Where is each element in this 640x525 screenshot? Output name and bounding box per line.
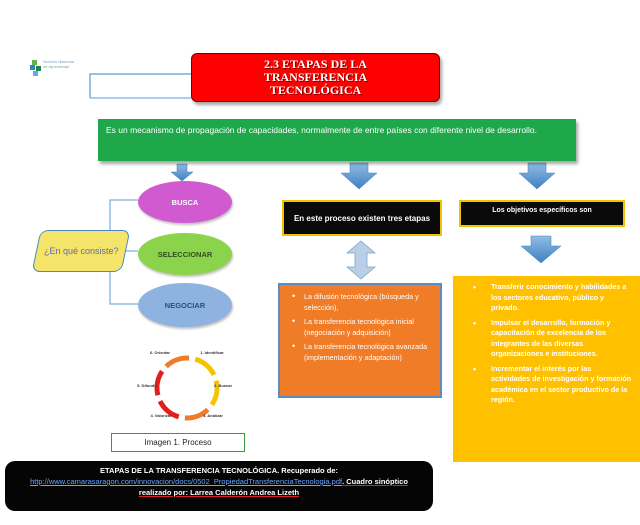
page-title: 2.3 ETAPAS DE LA TRANSFERENCIA TECNOLÓGI… <box>191 53 440 102</box>
arrow-down-icon <box>170 163 194 182</box>
process-segment <box>209 380 220 407</box>
process-label: 5. Difundir <box>137 383 157 388</box>
source-prefix: ETAPAS DE LA TRANSFERENCIA TECNOLÓGICA. … <box>100 466 338 475</box>
source-link[interactable]: http://www.camarasaragon.com/innovacion/… <box>30 477 343 486</box>
step-busca: BUSCA <box>138 181 232 223</box>
process-segment <box>157 399 180 420</box>
list-item: La difusión tecnológica (búsqueda y sele… <box>292 291 434 313</box>
process-label: 3. Analizar <box>203 413 223 418</box>
logo: Servicio Nacional de Aprendizaje <box>30 56 78 82</box>
process-segment <box>154 369 165 396</box>
process-segment <box>194 356 217 377</box>
process-label: 1. Identificar <box>200 350 224 355</box>
objetivos-header-box: Los objetivos específicos son <box>459 200 625 227</box>
logo-text: Servicio Nacional de Aprendizaje <box>43 59 74 69</box>
objetivos-list-box: Transferir conocimiento y habilidades a … <box>453 276 640 462</box>
process-cycle-diagram <box>154 355 220 421</box>
step-seleccionar: SELECCIONAR <box>138 233 232 275</box>
source-suffix: . Cuadro sinóptico realizado por: Larrea… <box>138 477 408 497</box>
question-text: ¿En qué consiste? <box>43 246 119 256</box>
process-label: 2. Buscar <box>213 383 232 388</box>
list-item: Impulsar el desarrollo, formación y capa… <box>473 318 632 360</box>
source-box: ETAPAS DE LA TRANSFERENCIA TECNOLÓGICA. … <box>5 461 433 511</box>
definition-text: Es un mecanismo de propagación de capaci… <box>106 125 537 135</box>
puzzle-logo-icon <box>30 60 41 76</box>
process-cycle-image: 6. Orientar 1. Identificar 5. Difundir 2… <box>137 347 237 429</box>
etapas-header-box: En este proceso existen tres etapas <box>282 200 442 236</box>
list-item: La transferencia tecnológica inicial (ne… <box>292 316 434 338</box>
process-segment <box>184 407 210 421</box>
question-box: ¿En qué consiste? <box>31 230 131 272</box>
step-negociar: NEGOCIAR <box>138 283 232 327</box>
process-label: 6. Orientar <box>149 350 170 355</box>
arrow-down-icon <box>340 162 378 190</box>
process-segment <box>164 355 190 369</box>
definition-box: Es un mecanismo de propagación de capaci… <box>98 119 576 161</box>
etapas-list: La difusión tecnológica (búsqueda y sele… <box>292 291 434 363</box>
list-item: Incrementar el interés por las actividad… <box>473 364 632 406</box>
arrow-down-icon <box>518 162 556 190</box>
arrow-down-icon <box>520 235 562 264</box>
list-item: Transferir conocimiento y habilidades a … <box>473 282 632 314</box>
list-item: La transferencia tecnológica avanzada (i… <box>292 341 434 363</box>
process-label: 4. Valorizar <box>150 413 172 418</box>
etapas-list-box: La difusión tecnológica (búsqueda y sele… <box>278 283 442 398</box>
double-arrow-icon <box>345 240 377 280</box>
objetivos-list: Transferir conocimiento y habilidades a … <box>473 282 632 406</box>
image-caption: Imagen 1. Proceso <box>111 433 245 452</box>
